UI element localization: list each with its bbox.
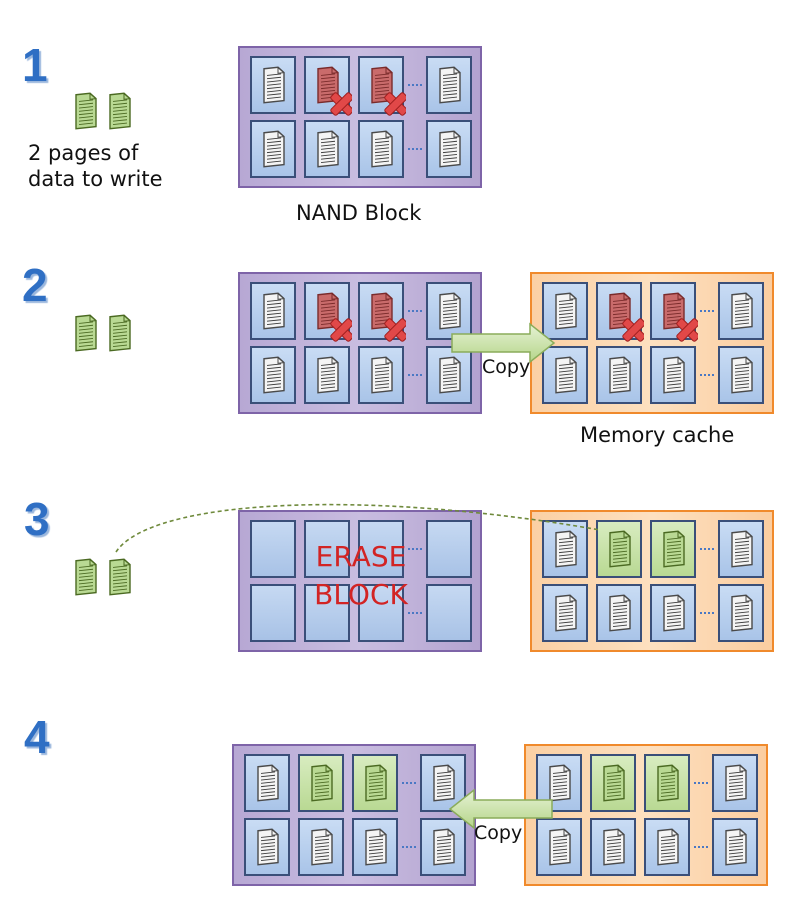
dotted-connector xyxy=(700,612,714,614)
empty-page-cell xyxy=(426,520,472,578)
page-cell xyxy=(298,754,344,812)
new-data-page-icon xyxy=(98,550,138,606)
page-cell xyxy=(244,754,290,812)
dotted-connector xyxy=(408,612,422,614)
page-cell xyxy=(250,282,296,340)
copy-label-step4: Copy xyxy=(474,822,523,844)
data-pages-label: 2 pages of data to write xyxy=(28,141,163,192)
nand-block-step1 xyxy=(238,46,482,188)
nand-block-step3-erased xyxy=(238,510,482,652)
empty-page-cell xyxy=(304,520,350,578)
copy-label-step2: Copy xyxy=(482,356,531,378)
page-cell xyxy=(244,818,290,876)
page-cell xyxy=(542,584,588,642)
page-cell xyxy=(718,584,764,642)
empty-page-cell xyxy=(426,584,472,642)
empty-page-cell xyxy=(358,584,404,642)
new-data-page-icon xyxy=(98,84,138,140)
dotted-connector xyxy=(694,782,708,784)
dotted-connector xyxy=(408,148,422,150)
erase-line-2: BLOCK xyxy=(314,577,408,611)
dotted-connector xyxy=(408,84,422,86)
new-data-page-icon xyxy=(64,550,104,606)
page-cell xyxy=(420,818,466,876)
empty-page-cell xyxy=(250,520,296,578)
nand-block-step2 xyxy=(238,272,482,414)
page-cell xyxy=(650,346,696,404)
dotted-connector xyxy=(402,846,416,848)
nand-block-label: NAND Block xyxy=(296,201,422,225)
page-cell xyxy=(304,120,350,178)
copy-arrow-icon xyxy=(448,788,553,830)
copy-arrow-icon xyxy=(451,322,556,364)
page-cell xyxy=(712,818,758,876)
page-cell xyxy=(358,120,404,178)
erase-block-text: ERASE BLOCK xyxy=(296,538,426,614)
memory-cache-step4 xyxy=(524,744,768,886)
page-cell xyxy=(718,520,764,578)
page-cell xyxy=(250,346,296,404)
page-cell xyxy=(644,818,690,876)
new-data-page-icon xyxy=(64,84,104,140)
page-cell xyxy=(718,346,764,404)
step-number-1: 1 xyxy=(22,39,48,91)
new-data-page-icon xyxy=(64,306,104,362)
dotted-connector xyxy=(408,374,422,376)
page-cell xyxy=(304,56,352,116)
page-cell xyxy=(650,520,696,578)
new-data-page-icon xyxy=(98,306,138,362)
memory-cache-label: Memory cache xyxy=(580,423,735,447)
page-cell xyxy=(650,584,696,642)
step-number-4: 4 xyxy=(24,711,50,763)
page-cell xyxy=(426,282,472,340)
page-cell xyxy=(536,818,582,876)
dotted-connector xyxy=(700,548,714,550)
dotted-connector xyxy=(408,310,422,312)
page-cell xyxy=(352,754,398,812)
page-cell xyxy=(250,56,296,114)
page-cell xyxy=(644,754,690,812)
page-cell xyxy=(596,346,642,404)
dotted-connector xyxy=(694,846,708,848)
empty-page-cell xyxy=(358,520,404,578)
page-cell xyxy=(718,282,764,340)
dotted-connector xyxy=(408,548,422,550)
empty-page-cell xyxy=(304,584,350,642)
step-number-3: 3 xyxy=(24,493,50,545)
erase-line-1: ERASE xyxy=(315,540,407,573)
page-cell xyxy=(712,754,758,812)
nand-block-step4 xyxy=(232,744,476,886)
page-cell xyxy=(352,818,398,876)
page-cell xyxy=(596,520,642,578)
page-cell xyxy=(426,346,472,404)
page-cell xyxy=(358,56,406,116)
write-path-curve xyxy=(115,503,601,553)
page-cell xyxy=(542,282,588,340)
dotted-connector xyxy=(700,374,714,376)
memory-cache-step3 xyxy=(530,510,774,652)
page-cell xyxy=(542,520,588,578)
memory-cache-step2 xyxy=(530,272,774,414)
page-cell xyxy=(304,282,352,342)
page-cell xyxy=(358,346,404,404)
page-cell xyxy=(250,120,296,178)
page-cell xyxy=(426,56,472,114)
page-cell xyxy=(590,754,636,812)
empty-page-cell xyxy=(250,584,296,642)
page-cell xyxy=(596,584,642,642)
page-cell xyxy=(426,120,472,178)
page-cell xyxy=(596,282,644,342)
page-cell xyxy=(298,818,344,876)
page-cell xyxy=(304,346,350,404)
page-cell xyxy=(358,282,406,342)
page-cell xyxy=(542,346,588,404)
page-cell xyxy=(650,282,698,342)
dotted-connector xyxy=(700,310,714,312)
dotted-connector xyxy=(402,782,416,784)
page-cell xyxy=(590,818,636,876)
step-number-2: 2 xyxy=(22,259,48,311)
